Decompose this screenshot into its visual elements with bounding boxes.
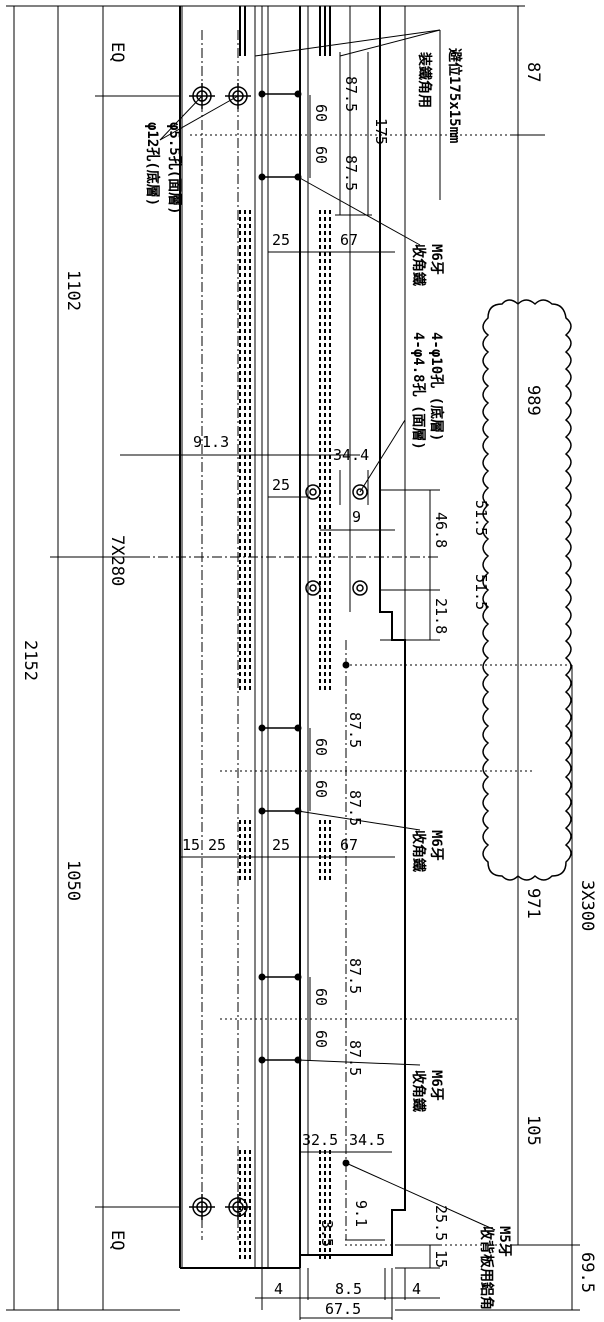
annotation-notes: 避位175x15mm 装鐵角用 φ5.5孔(面層) φ12孔(底層) M6牙 收… [144,48,512,1310]
dim-2152: 2152 [20,640,40,681]
dim-87-5-e: 87.5 [346,958,364,994]
dim-7x280: 7X280 [107,535,127,586]
dim-87-5-f: 87.5 [346,1040,364,1076]
dim-21-8: 21.8 [432,598,450,634]
hole-mid-3 [305,580,321,596]
bottom-dimension-lines [255,1268,440,1320]
leader-lines [159,29,496,1231]
dim-4-b: 4 [412,1280,421,1298]
dim-46-8: 46.8 [432,512,450,548]
reference-dotted-lines [190,134,575,1246]
note-m6-b-1: M6牙 [428,830,444,861]
dim-25-c: 25 [272,836,290,854]
inner-dimension-lines [120,52,440,1269]
note-m6-a-1: M6牙 [428,244,444,275]
note-hole-12: φ12孔(底層) [144,122,161,206]
dim-87-5-d: 87.5 [346,790,364,826]
dim-15: 15 [182,836,200,854]
dim-87-5-b: 87.5 [342,155,360,191]
dim-25-d: 25 [208,836,226,854]
revision-cloud [482,299,572,881]
note-m5-1: M5牙 [496,1226,512,1257]
dimension-texts: 2152 1102 1050 EQ EQ 7X280 87 989 971 10… [20,42,597,1318]
dim-105: 105 [523,1115,543,1146]
note-m6-b-2: 收角鐵 [410,830,427,872]
dim-989: 989 [523,385,543,416]
dim-32-5: 32.5 [302,1131,338,1149]
note-cutout: 避位175x15mm [446,48,463,143]
note-m6-c-1: M6牙 [428,1070,444,1101]
dim-60-b: 60 [312,146,330,164]
dim-8-5: 8.5 [335,1280,362,1298]
profile-outline [179,5,406,1269]
hole-mid-4 [352,580,368,596]
dim-175: 175 [372,118,390,145]
dim-3-5: 3.5 [318,1220,336,1247]
dim-34-5: 34.5 [349,1131,385,1149]
hole-bottom-right [225,1194,251,1220]
note-m6-a-2: 收角鐵 [410,244,427,286]
dim-25-b: 25 [272,476,290,494]
slot-pattern [239,6,331,1262]
note-m5-2: 收背板用鋁角 [478,1226,495,1310]
dim-60-c: 60 [312,738,330,756]
dim-60-a: 60 [312,104,330,122]
tap-links [262,93,298,1061]
dim-67-a: 67 [340,231,358,249]
dim-34-4: 34.4 [333,446,369,464]
dim-51-5-a: 51.5 [472,500,490,536]
dim-15-b: 15 [432,1250,450,1268]
hole-bottom-left [189,1194,215,1220]
dim-67-5: 67.5 [325,1300,361,1318]
dim-69-5: 69.5 [577,1252,597,1293]
dim-3x300: 3X300 [577,880,597,931]
dim-60-e: 60 [312,988,330,1006]
dim-9-1: 9.1 [352,1200,370,1227]
dim-87: 87 [523,62,543,82]
dim-60-f: 60 [312,1030,330,1048]
dim-67-b: 67 [340,836,358,854]
note-corner-install: 装鐵角用 [416,51,433,108]
dim-4-a: 4 [274,1280,283,1298]
hole-mid-1 [305,484,321,500]
dim-60-d: 60 [312,780,330,798]
dim-25-5: 25.5 [432,1205,450,1241]
dim-25-a: 25 [272,231,290,249]
dim-87-5-a: 87.5 [342,76,360,112]
dim-1102: 1102 [63,270,83,311]
hole-symbols [189,83,368,1220]
note-hole-4-4-8: 4-φ4.8孔 (面層) [410,332,426,450]
dim-eq-top: EQ [107,42,127,62]
right-dimension-lines [395,5,580,1311]
dim-971: 971 [523,888,543,919]
left-dimension-lines [6,5,180,1311]
hole-mid-2 [352,484,368,500]
dim-91-3: 91.3 [193,433,229,451]
note-m6-c-2: 收角鐵 [410,1070,427,1112]
dim-51-5-b: 51.5 [472,574,490,610]
note-hole-5-5: φ5.5孔(面層) [166,122,182,215]
note-hole-4-10: 4-φ10孔 (底層) [428,332,445,441]
dim-9: 9 [352,508,361,526]
dim-1050: 1050 [63,860,83,901]
dim-87-5-c: 87.5 [346,712,364,748]
dim-eq-bottom: EQ [107,1230,127,1250]
